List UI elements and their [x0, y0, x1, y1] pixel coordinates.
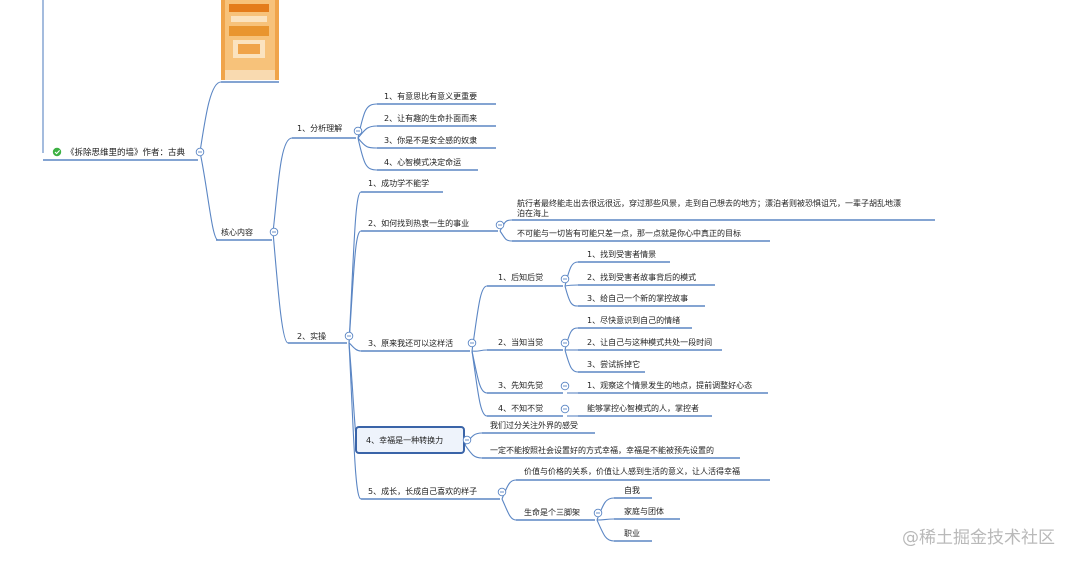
svg-text:我们过分关注外界的感受: 我们过分关注外界的感受 — [490, 420, 578, 430]
svg-text:1、尽快意识到自己的情绪: 1、尽快意识到自己的情绪 — [587, 315, 680, 325]
practice-s3[interactable]: 3、原来我还可以这样活 — [361, 338, 477, 352]
svg-text:1、后知后觉: 1、后知后觉 — [498, 272, 543, 282]
s3a-item[interactable]: 3、给自己一个新的掌控故事 — [578, 293, 705, 307]
tripod-item[interactable]: 家庭与团体 — [614, 506, 680, 520]
svg-text:泊在海上: 泊在海上 — [517, 208, 549, 218]
connector-analysis — [272, 137, 293, 233]
s4-item[interactable]: 我们过分关注外界的感受 — [482, 420, 595, 434]
s2-note[interactable]: 不可能与一切皆有可能只差一点，那一点就是你心中真正的目标 — [512, 228, 770, 242]
collapse-toggle-icon[interactable] — [195, 147, 205, 157]
collapse-toggle-icon[interactable] — [495, 220, 505, 230]
svg-text:1、观察这个情景发生的地点，提前调整好心态: 1、观察这个情景发生的地点，提前调整好心态 — [587, 380, 752, 390]
svg-text:2、当知当觉: 2、当知当觉 — [498, 337, 543, 347]
svg-text:2、找到受害者故事背后的模式: 2、找到受害者故事背后的模式 — [587, 272, 696, 282]
svg-text:3、先知先觉: 3、先知先觉 — [498, 380, 543, 390]
s3b-item[interactable]: 3、尝试拆掉它 — [578, 359, 645, 373]
watermark: @稀土掘金技术社区 — [902, 528, 1055, 548]
analysis-node[interactable]: 1、分析理解 — [292, 123, 363, 139]
svg-text:不可能与一切皆有可能只差一点，那一点就是你心中真正的目标: 不可能与一切皆有可能只差一点，那一点就是你心中真正的目标 — [517, 228, 741, 238]
svg-text:1、有意思比有意义更重要: 1、有意思比有意义更重要 — [384, 91, 477, 101]
s3a-item[interactable]: 1、找到受害者情景 — [578, 249, 670, 263]
root-label: 《拆除思维里的墙》作者：古典 — [66, 147, 186, 158]
collapse-toggle-icon[interactable] — [344, 331, 354, 341]
analysis-item[interactable]: 4、心智模式决定命运 — [377, 157, 478, 171]
book-cover-image — [221, 0, 279, 83]
svg-text:职业: 职业 — [624, 528, 640, 538]
s3d-item[interactable]: 能够掌控心智模式的人，掌控者 — [578, 403, 712, 417]
root-node[interactable]: 《拆除思维里的墙》作者：古典 — [43, 147, 205, 161]
s5-note[interactable]: 价值与价格的关系，价值让人感到生活的意义，让人活得幸福 — [516, 466, 770, 481]
s3-branch-b[interactable]: 2、当知当觉 — [487, 337, 570, 351]
svg-text:2、如何找到热衷一生的事业: 2、如何找到热衷一生的事业 — [368, 218, 469, 228]
practice-label: 2、实操 — [297, 331, 326, 341]
analysis-item[interactable]: 2、让有趣的生命扑面而来 — [377, 113, 496, 127]
svg-text:5、成长，长成自己喜欢的样子: 5、成长，长成自己喜欢的样子 — [368, 486, 477, 496]
s3-branch-d[interactable]: 4、不知不觉 — [487, 403, 570, 417]
practice-s2[interactable]: 2、如何找到热衷一生的事业 — [361, 218, 505, 232]
svg-text:航行者最终能走出去很远很远，穿过那些风景，走到自己想去的地方: 航行者最终能走出去很远很远，穿过那些风景，走到自己想去的地方；漂泊者则被恐惧诅咒… — [517, 198, 901, 208]
svg-text:4、心智模式决定命运: 4、心智模式决定命运 — [384, 157, 461, 167]
svg-text:3、给自己一个新的掌控故事: 3、给自己一个新的掌控故事 — [587, 293, 688, 303]
collapse-toggle-icon[interactable] — [593, 508, 603, 518]
core-node[interactable]: 核心内容 — [216, 227, 279, 241]
svg-text:3、尝试拆掉它: 3、尝试拆掉它 — [587, 359, 640, 369]
check-icon — [52, 147, 62, 157]
collapse-toggle-icon[interactable] — [560, 338, 570, 348]
practice-s4[interactable]: 4、幸福是一种转换力 — [355, 426, 472, 454]
analysis-item[interactable]: 3、你是不是安全感的奴隶 — [377, 135, 496, 149]
collapse-toggle-icon[interactable] — [353, 126, 363, 136]
svg-text:能够掌控心智模式的人，掌控者: 能够掌控心智模式的人，掌控者 — [587, 403, 699, 413]
s5-tripod[interactable]: 生命是个三脚架 — [516, 507, 603, 521]
svg-text:家庭与团体: 家庭与团体 — [624, 506, 664, 516]
collapse-toggle-icon[interactable] — [560, 274, 570, 284]
collapse-toggle-icon[interactable] — [462, 435, 472, 445]
svg-text:生命是个三脚架: 生命是个三脚架 — [524, 507, 580, 517]
connector-book — [199, 81, 222, 153]
analysis-item[interactable]: 1、有意思比有意义更重要 — [377, 91, 496, 105]
core-label: 核心内容 — [221, 227, 253, 237]
svg-text:3、你是不是安全感的奴隶: 3、你是不是安全感的奴隶 — [384, 135, 477, 145]
tripod-item[interactable]: 职业 — [614, 528, 652, 542]
s3-branch-a[interactable]: 1、后知后觉 — [487, 272, 570, 287]
s3b-item[interactable]: 1、尽快意识到自己的情绪 — [578, 315, 692, 329]
collapse-toggle-icon[interactable] — [560, 404, 570, 414]
svg-text:一定不能按照社会设置好的方式幸福，幸福是不能被预先设置的: 一定不能按照社会设置好的方式幸福，幸福是不能被预先设置的 — [490, 445, 714, 455]
tripod-item[interactable]: 自我 — [614, 485, 652, 499]
svg-text:3、原来我还可以这样活: 3、原来我还可以这样活 — [368, 338, 453, 348]
svg-text:1、成功学不能学: 1、成功学不能学 — [368, 178, 429, 188]
s3c-item[interactable]: 1、观察这个情景发生的地点，提前调整好心态 — [578, 380, 768, 394]
practice-s5[interactable]: 5、成长，长成自己喜欢的样子 — [361, 486, 507, 500]
practice-s1[interactable]: 1、成功学不能学 — [361, 178, 443, 193]
svg-text:2、让有趣的生命扑面而来: 2、让有趣的生命扑面而来 — [384, 113, 477, 123]
svg-text:4、不知不觉: 4、不知不觉 — [498, 403, 543, 413]
svg-text:价值与价格的关系，价值让人感到生活的意义，让人活得幸福: 价值与价格的关系，价值让人感到生活的意义，让人活得幸福 — [524, 466, 740, 476]
s3a-item[interactable]: 2、找到受害者故事背后的模式 — [578, 272, 715, 286]
s4-item[interactable]: 一定不能按照社会设置好的方式幸福，幸福是不能被预先设置的 — [482, 445, 740, 459]
analysis-label: 1、分析理解 — [297, 123, 342, 133]
collapse-toggle-icon[interactable] — [269, 227, 279, 237]
s3-branch-c[interactable]: 3、先知先觉 — [487, 380, 570, 394]
s3b-item[interactable]: 2、让自己与这种模式共处一段时间 — [578, 337, 722, 351]
practice-node[interactable]: 2、实操 — [288, 331, 354, 344]
collapse-toggle-icon[interactable] — [560, 381, 570, 391]
connector-practice — [272, 231, 289, 344]
s2-note[interactable]: 航行者最终能走出去很远很远，穿过那些风景，走到自己想去的地方；漂泊者则被恐惧诅咒… — [512, 198, 935, 221]
svg-text:自我: 自我 — [624, 485, 640, 495]
connector-core — [199, 151, 219, 241]
svg-text:1、找到受害者情景: 1、找到受害者情景 — [587, 249, 656, 259]
collapse-toggle-icon[interactable] — [497, 487, 507, 497]
svg-text:4、幸福是一种转换力: 4、幸福是一种转换力 — [366, 435, 443, 445]
collapse-toggle-icon[interactable] — [467, 338, 477, 348]
svg-text:2、让自己与这种模式共处一段时间: 2、让自己与这种模式共处一段时间 — [587, 337, 712, 347]
